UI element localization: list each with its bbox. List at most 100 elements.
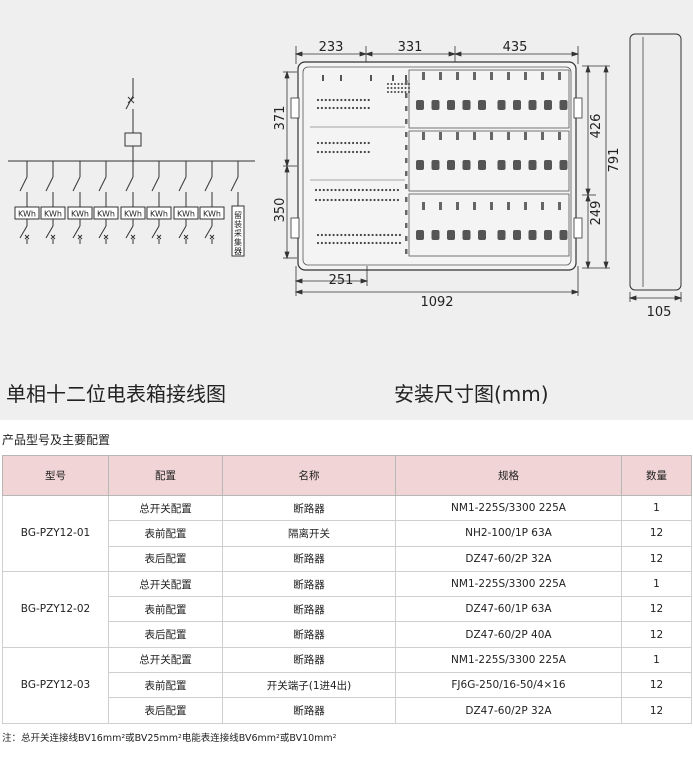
breaker-icon bbox=[513, 100, 521, 110]
breaker-icon bbox=[528, 230, 537, 240]
dim-105: 105 bbox=[647, 305, 672, 320]
install-drawing: 233 331 435 bbox=[273, 33, 683, 320]
breaker-icon bbox=[478, 100, 486, 110]
meter-branch: KWh bbox=[120, 161, 146, 244]
breaker-icon bbox=[544, 230, 552, 240]
breaker-icon bbox=[447, 230, 455, 240]
col-header-model: 型号 bbox=[2, 455, 109, 496]
table-row: BG-PZY12-02 总开关配置 断路器 NM1-225S/3300 225A… bbox=[2, 570, 692, 648]
spec-cell: DZ47-60/2P 32A bbox=[395, 697, 622, 724]
breaker-icon bbox=[431, 160, 440, 170]
config-cell: 表前配置 bbox=[108, 596, 223, 623]
meter-branch: KWh bbox=[199, 161, 225, 244]
breaker-icon bbox=[416, 160, 424, 170]
dim-249: 249 bbox=[589, 201, 604, 226]
breaker-icon bbox=[462, 100, 471, 110]
table-row: 表前配置 断路器 DZ47-60/1P 63A 12 bbox=[3, 596, 692, 623]
config-cell: 总开关配置 bbox=[108, 570, 223, 598]
table-row: 表后配置 断路器 DZ47-60/2P 32A 12 bbox=[3, 697, 692, 724]
kwh-meter-label: KWh bbox=[97, 210, 115, 219]
spec-cell: NM1-225S/3300 225A bbox=[395, 570, 622, 598]
kwh-meter-label: KWh bbox=[150, 210, 168, 219]
breaker-icon bbox=[447, 160, 455, 170]
kwh-meter-label: KWh bbox=[44, 210, 62, 219]
qty-cell: 12 bbox=[621, 596, 692, 623]
name-cell: 断路器 bbox=[222, 545, 396, 572]
name-cell: 开关端子(1进4出) bbox=[222, 672, 396, 699]
install-drawing-title: 安装尺寸图(mm) bbox=[394, 382, 549, 406]
breaker-icon bbox=[497, 230, 506, 240]
config-cell: 总开关配置 bbox=[108, 494, 223, 522]
model-cell: BG-PZY12-02 bbox=[2, 570, 109, 648]
col-header-spec: 规格 bbox=[395, 455, 622, 496]
breaker-icon bbox=[513, 160, 521, 170]
spec-cell: DZ47-60/2P 40A bbox=[395, 621, 622, 648]
breaker-icon bbox=[478, 230, 486, 240]
breaker-icon bbox=[462, 160, 471, 170]
dim-371: 371 bbox=[273, 106, 288, 131]
config-cell: 表后配置 bbox=[108, 621, 223, 648]
meter-branch: KWh bbox=[40, 161, 66, 244]
config-cell: 表前配置 bbox=[108, 520, 223, 547]
qty-cell: 12 bbox=[621, 545, 692, 572]
dim-331: 331 bbox=[398, 40, 423, 55]
spec-cell: NH2-100/1P 63A bbox=[395, 520, 622, 547]
collector-branch: 留装采集器 bbox=[230, 161, 245, 257]
breaker-icon bbox=[559, 160, 568, 170]
config-cell: 表后配置 bbox=[108, 545, 223, 572]
collector-label: 留装采集器 bbox=[234, 210, 242, 256]
section-title: 产品型号及主要配置 bbox=[2, 433, 111, 447]
dim-1092: 1092 bbox=[420, 295, 453, 310]
breaker-icon bbox=[416, 230, 424, 240]
breaker-icon bbox=[528, 160, 537, 170]
kwh-meter-label: KWh bbox=[177, 210, 195, 219]
table-row: BG-PZY12-03 总开关配置 断路器 NM1-225S/3300 225A… bbox=[2, 646, 692, 724]
qty-cell: 12 bbox=[621, 672, 692, 699]
qty-cell: 1 bbox=[621, 646, 692, 674]
wiring-diagram-title: 单相十二位电表箱接线图 bbox=[6, 382, 226, 406]
table-row: 表后配置 断路器 DZ47-60/2P 40A 12 bbox=[3, 621, 692, 648]
qty-cell: 1 bbox=[621, 494, 692, 522]
dim-791: 791 bbox=[607, 148, 622, 173]
footnote: 注：总开关连接线BV16mm²或BV25mm²电能表连接线BV6mm²或BV10… bbox=[2, 733, 337, 744]
qty-cell: 1 bbox=[621, 570, 692, 598]
dim-251: 251 bbox=[329, 273, 354, 288]
breaker-icon bbox=[416, 100, 424, 110]
table-row: BG-PZY12-01 总开关配置 断路器 NM1-225S/3300 225A… bbox=[2, 494, 692, 572]
dim-350: 350 bbox=[273, 198, 288, 223]
config-cell: 总开关配置 bbox=[108, 646, 223, 674]
breaker-icon bbox=[559, 100, 568, 110]
qty-cell: 12 bbox=[621, 621, 692, 648]
kwh-meter-label: KWh bbox=[124, 210, 142, 219]
breaker-icon bbox=[528, 100, 537, 110]
name-cell: 断路器 bbox=[222, 697, 396, 724]
breaker-icon bbox=[497, 160, 506, 170]
breaker-icon bbox=[559, 230, 568, 240]
table-header-row: 型号 配置 名称 规格 数量 bbox=[2, 455, 692, 496]
col-header-config: 配置 bbox=[108, 455, 223, 496]
spec-cell: NM1-225S/3300 225A bbox=[395, 646, 622, 674]
spec-cell: NM1-225S/3300 225A bbox=[395, 494, 622, 522]
col-header-qty: 数量 bbox=[621, 455, 692, 496]
dim-435: 435 bbox=[503, 40, 528, 55]
dim-426: 426 bbox=[589, 114, 604, 139]
breaker-icon bbox=[431, 100, 440, 110]
spec-cell: DZ47-60/1P 63A bbox=[395, 596, 622, 623]
config-cell: 表后配置 bbox=[108, 697, 223, 724]
name-cell: 断路器 bbox=[222, 621, 396, 648]
name-cell: 断路器 bbox=[222, 646, 396, 674]
breaker-icon bbox=[497, 100, 506, 110]
name-cell: 断路器 bbox=[222, 596, 396, 623]
model-cell: BG-PZY12-01 bbox=[2, 495, 109, 572]
spec-cell: FJ6G-250/16-50/4×16 bbox=[395, 672, 622, 699]
spec-cell: DZ47-60/2P 32A bbox=[395, 545, 622, 572]
meter-branch: KWh bbox=[67, 161, 93, 244]
name-cell: 断路器 bbox=[222, 494, 396, 522]
name-cell: 隔离开关 bbox=[222, 520, 396, 547]
meter-branch: KWh bbox=[14, 161, 40, 244]
breaker-icon bbox=[462, 230, 471, 240]
table-row: 表后配置 断路器 DZ47-60/2P 32A 12 bbox=[3, 545, 692, 572]
